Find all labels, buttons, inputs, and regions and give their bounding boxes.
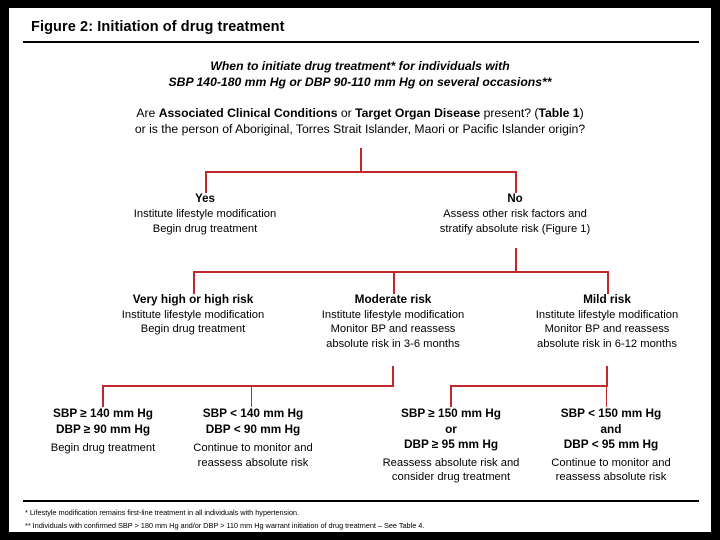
outcome-node-2-head-1: SBP < 140 mm Hg: [202, 406, 304, 420]
branch-yes: Yes Institute lifestyle modification Beg…: [105, 192, 305, 237]
outcome-node-3-head-2: or: [445, 421, 457, 436]
connector-drop-mild-risk: [607, 271, 609, 294]
connector-stem-root: [360, 148, 362, 172]
outcome-node-4-head-3: DBP < 95 mm Hg: [563, 437, 659, 452]
connector-bar-yes-no: [205, 171, 517, 173]
outcome-node-3-head-1: SBP ≥ 150 mm Hg: [400, 406, 501, 420]
connector-drop-outcome-2: [251, 385, 252, 407]
branch-yes-line-1: Institute lifestyle modification: [133, 208, 277, 221]
risk-node-moderate-heading: Moderate risk: [354, 292, 432, 306]
outcome-node-2-head-2: DBP < 90 mm Hg: [205, 421, 301, 436]
outcome-node-4: SBP < 150 mm Hg and DBP < 95 mm Hg Conti…: [525, 406, 697, 485]
risk-node-mild-line-2: Monitor BP and reassess: [544, 323, 670, 336]
connector-drop-outcome-4: [606, 385, 607, 407]
figure-slide: Figure 2: Initiation of drug treatment W…: [9, 8, 711, 532]
outcome-node-2-body-2: reassess absolute risk: [197, 456, 309, 469]
question-heading: When to initiate drug treatment* for ind…: [9, 58, 711, 90]
decision-question-line-2: or is the person of Aboriginal, Torres S…: [134, 122, 586, 137]
risk-node-mild-line-1: Institute lifestyle modification: [535, 308, 679, 321]
outcome-node-4-head-2: and: [600, 421, 622, 436]
question-heading-line-2: SBP 140-180 mm Hg or DBP 90-110 mm Hg on…: [168, 75, 552, 90]
connector-stem-moderate-outcomes: [392, 366, 394, 386]
branch-no-label: No: [507, 193, 523, 205]
footnote-1: * Lifestyle modification remains first-l…: [25, 508, 299, 517]
branch-yes-label: Yes: [195, 193, 215, 205]
outcome-node-3-head-3: DBP ≥ 95 mm Hg: [403, 437, 499, 452]
risk-node-moderate-line-1: Institute lifestyle modification: [321, 308, 465, 321]
risk-node-very-high-heading: Very high or high risk: [132, 292, 254, 306]
connector-drop-no: [515, 171, 517, 193]
decision-question: Are Associated Clinical Conditions or Ta…: [9, 105, 711, 137]
connector-drop-very-high-risk: [193, 271, 195, 294]
risk-node-mild-heading: Mild risk: [583, 292, 631, 306]
outcome-node-2: SBP < 140 mm Hg DBP < 90 mm Hg Continue …: [167, 406, 339, 471]
risk-node-very-high: Very high or high risk Institute lifesty…: [93, 292, 293, 337]
risk-node-moderate-line-2: Monitor BP and reassess: [330, 323, 456, 336]
title-divider: [23, 41, 699, 43]
connector-stem-risk: [515, 248, 517, 272]
branch-no-line-2: stratify absolute risk (Figure 1): [439, 222, 591, 235]
risk-node-mild-line-3: absolute risk in 6-12 months: [537, 338, 677, 351]
question-heading-line-1: When to initiate drug treatment* for ind…: [210, 59, 510, 73]
connector-drop-yes: [205, 171, 207, 193]
risk-node-very-high-line-2: Begin drug treatment: [140, 323, 246, 336]
connector-bar-outcomes-right: [450, 385, 608, 387]
outcome-node-4-body-1: Continue to monitor and: [551, 456, 671, 469]
branch-yes-line-2: Begin drug treatment: [152, 222, 258, 235]
risk-node-moderate: Moderate risk Institute lifestyle modifi…: [293, 292, 493, 352]
risk-node-very-high-line-1: Institute lifestyle modification: [121, 308, 265, 321]
connector-drop-outcome-1: [102, 385, 104, 407]
outcome-node-3: SBP ≥ 150 mm Hg or DBP ≥ 95 mm Hg Reasse…: [365, 406, 537, 485]
page-title: Figure 2: Initiation of drug treatment: [31, 19, 285, 35]
branch-no: No Assess other risk factors and stratif…: [415, 192, 615, 237]
outcome-node-3-body-2: consider drug treatment: [391, 471, 511, 484]
outcome-node-1-head-2: DBP ≥ 90 mm Hg: [55, 421, 151, 436]
decision-question-line-1: Are Associated Clinical Conditions or Ta…: [136, 106, 584, 120]
risk-node-mild: Mild risk Institute lifestyle modificati…: [507, 292, 707, 352]
outcome-node-4-head-1: SBP < 150 mm Hg: [560, 406, 662, 420]
connector-bar-outcomes-left: [102, 385, 394, 387]
outcome-node-1-body-1: Begin drug treatment: [50, 442, 156, 455]
risk-node-moderate-line-3: absolute risk in 3-6 months: [326, 338, 460, 351]
branch-no-line-1: Assess other risk factors and: [443, 208, 587, 221]
outcome-node-3-body-1: Reassess absolute risk and: [382, 456, 520, 469]
outcome-node-1-head-1: SBP ≥ 140 mm Hg: [52, 406, 153, 420]
outcome-node-1: SBP ≥ 140 mm Hg DBP ≥ 90 mm Hg Begin dru…: [17, 406, 189, 456]
connector-drop-outcome-3: [450, 385, 452, 407]
connector-drop-moderate-risk: [393, 271, 395, 294]
footnote-divider: [23, 500, 699, 502]
outcome-node-2-body-1: Continue to monitor and: [193, 442, 313, 455]
footnote-2: ** Individuals with confirmed SBP > 180 …: [25, 521, 425, 530]
connector-bar-risk: [193, 271, 609, 273]
connector-stem-mild-outcomes: [606, 366, 608, 386]
outcome-node-4-body-2: reassess absolute risk: [555, 471, 667, 484]
